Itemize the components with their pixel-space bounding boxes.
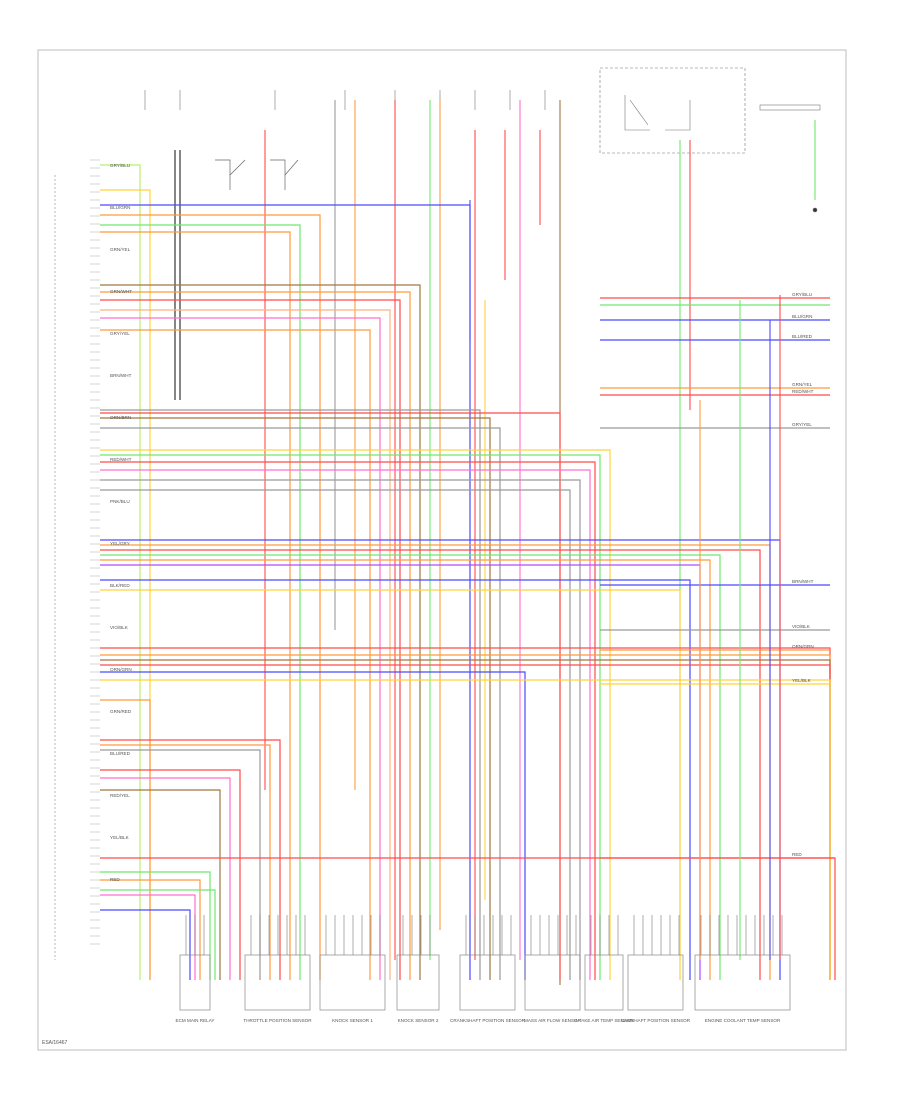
output-label: RED/WHT [792,389,814,394]
pin-wire-28 [100,579,691,980]
output-label: VIO/BLK [792,624,811,629]
component-box [319,954,386,1011]
wire-label: PNK/BLU [110,499,130,504]
pin-wire-4 [100,224,301,980]
wire-label: BLU/RED [110,751,131,756]
wire-label: GRY/YEL [110,331,130,336]
pin-wire-40 [100,769,241,980]
pin-wire-37 [100,739,281,980]
output-label: BRN/WHT [792,579,814,584]
pin-wire-17 [100,454,601,980]
output-label: BLU/GRN [792,314,812,319]
component-label: CAMSHAFT POSITION SENSOR [621,1018,691,1023]
output-label: GRY/BLU [792,292,812,297]
wire-label: RED/YEL [110,793,130,798]
output-label: GRN/YEL [792,382,813,387]
pin-wire-47 [100,894,196,980]
wire-label: ORN/GRN [110,667,132,672]
pin-wire-16 [100,449,611,980]
wire-group: GRY/BLU BLU/GRN BLU/RED GRN/YEL RED/WHT GRY/Y… [90,100,836,985]
output-label: BLU/RED [792,334,813,339]
pin-wire-7 [100,291,411,980]
component-box [694,954,791,1011]
pin-wire-26 [100,559,711,980]
wire-label: RED [110,877,120,882]
pin-wire-19 [100,469,591,980]
wire-label: GRN/RED [110,709,132,714]
pin-wire-0 [100,164,141,980]
component-label: KNOCK SENSOR 2 [398,1018,439,1023]
pin-wire-35 [100,679,831,980]
wire-label: BLK/RED [110,583,130,588]
wire-label: GRN/YEL [110,247,131,252]
component-box [459,954,516,1011]
pin-wire-8 [100,299,401,980]
pin-wire-2 [100,204,471,980]
component-label: THROTTLE POSITION SENSOR [243,1018,312,1023]
pin-wire-24 [100,549,761,980]
wire-label: BRN/WHT [110,373,132,378]
pin-wire-36 [100,699,151,980]
component-box [396,954,440,1011]
component-label: CRANKSHAFT POSITION SENSOR [450,1018,526,1023]
component-box [627,954,684,1011]
diagram-frame [37,49,847,1051]
wire-label: BLU/GRN [110,205,130,210]
component-label: KNOCK SENSOR 1 [332,1018,373,1023]
pin-wire-20 [100,479,581,980]
pin-wire-46 [100,889,216,980]
wire-label: ORN/BRN [110,415,131,420]
output-label: YEL/BLK [792,678,812,683]
component-label: INTAKE AIR TEMP SENSOR [574,1018,634,1023]
output-label: ORN/GRN [792,644,814,649]
pin-wire-11 [100,329,371,980]
wire-label: YEL/BLK [110,835,130,840]
diagram-id: ESA/16467 [42,1040,68,1046]
pin-wire-39 [100,749,261,980]
wire-label: RED/WHT [110,457,132,462]
pin-wire-48 [100,909,191,980]
pin-wire-45 [100,879,201,980]
wire-label: YEL/GRY [110,541,130,546]
wire-label: GRY/BLU [110,163,130,168]
component-label: ECM MAIN RELAY [176,1018,215,1023]
pin-wire-29 [100,589,681,980]
pin-wire-15 [100,427,501,980]
output-label: GRY/YEL [792,422,812,427]
pin-wire-38 [100,744,271,980]
pin-wire-12 [100,409,481,980]
fuse-block [144,67,821,213]
pin-wire-42 [100,789,221,980]
pin-wire-18 [100,461,596,980]
pin-wire-41 [100,777,231,980]
pin-wire-21 [100,489,571,980]
pin-wire-5 [100,231,291,980]
component-box [584,954,624,1011]
pin-wire-13 [100,412,561,980]
component-box [244,954,311,1011]
pin-wire-34 [100,671,526,980]
pin-wire-10 [100,317,381,980]
component-label: MASS AIR FLOW SENSOR [524,1018,582,1023]
pin-wire-6 [100,284,421,980]
wire-label: GRN/WHT [110,289,132,294]
pin-wire-9 [100,309,391,980]
pin-wire-14 [100,417,491,980]
component-label: ENGINE COOLANT TEMP SENSOR [705,1018,781,1023]
pin-wire-43 [100,871,211,980]
component-box [524,954,581,1011]
output-label: RED [792,852,802,857]
component-group: ECM MAIN RELAY THROTTLE POSITION SENSOR KN… [176,915,791,1023]
pin-wire-3 [100,214,321,980]
ignition-switch-icon [215,159,299,190]
wire-label: VIO/BLK [110,625,129,630]
pin-wire-25 [100,554,721,980]
